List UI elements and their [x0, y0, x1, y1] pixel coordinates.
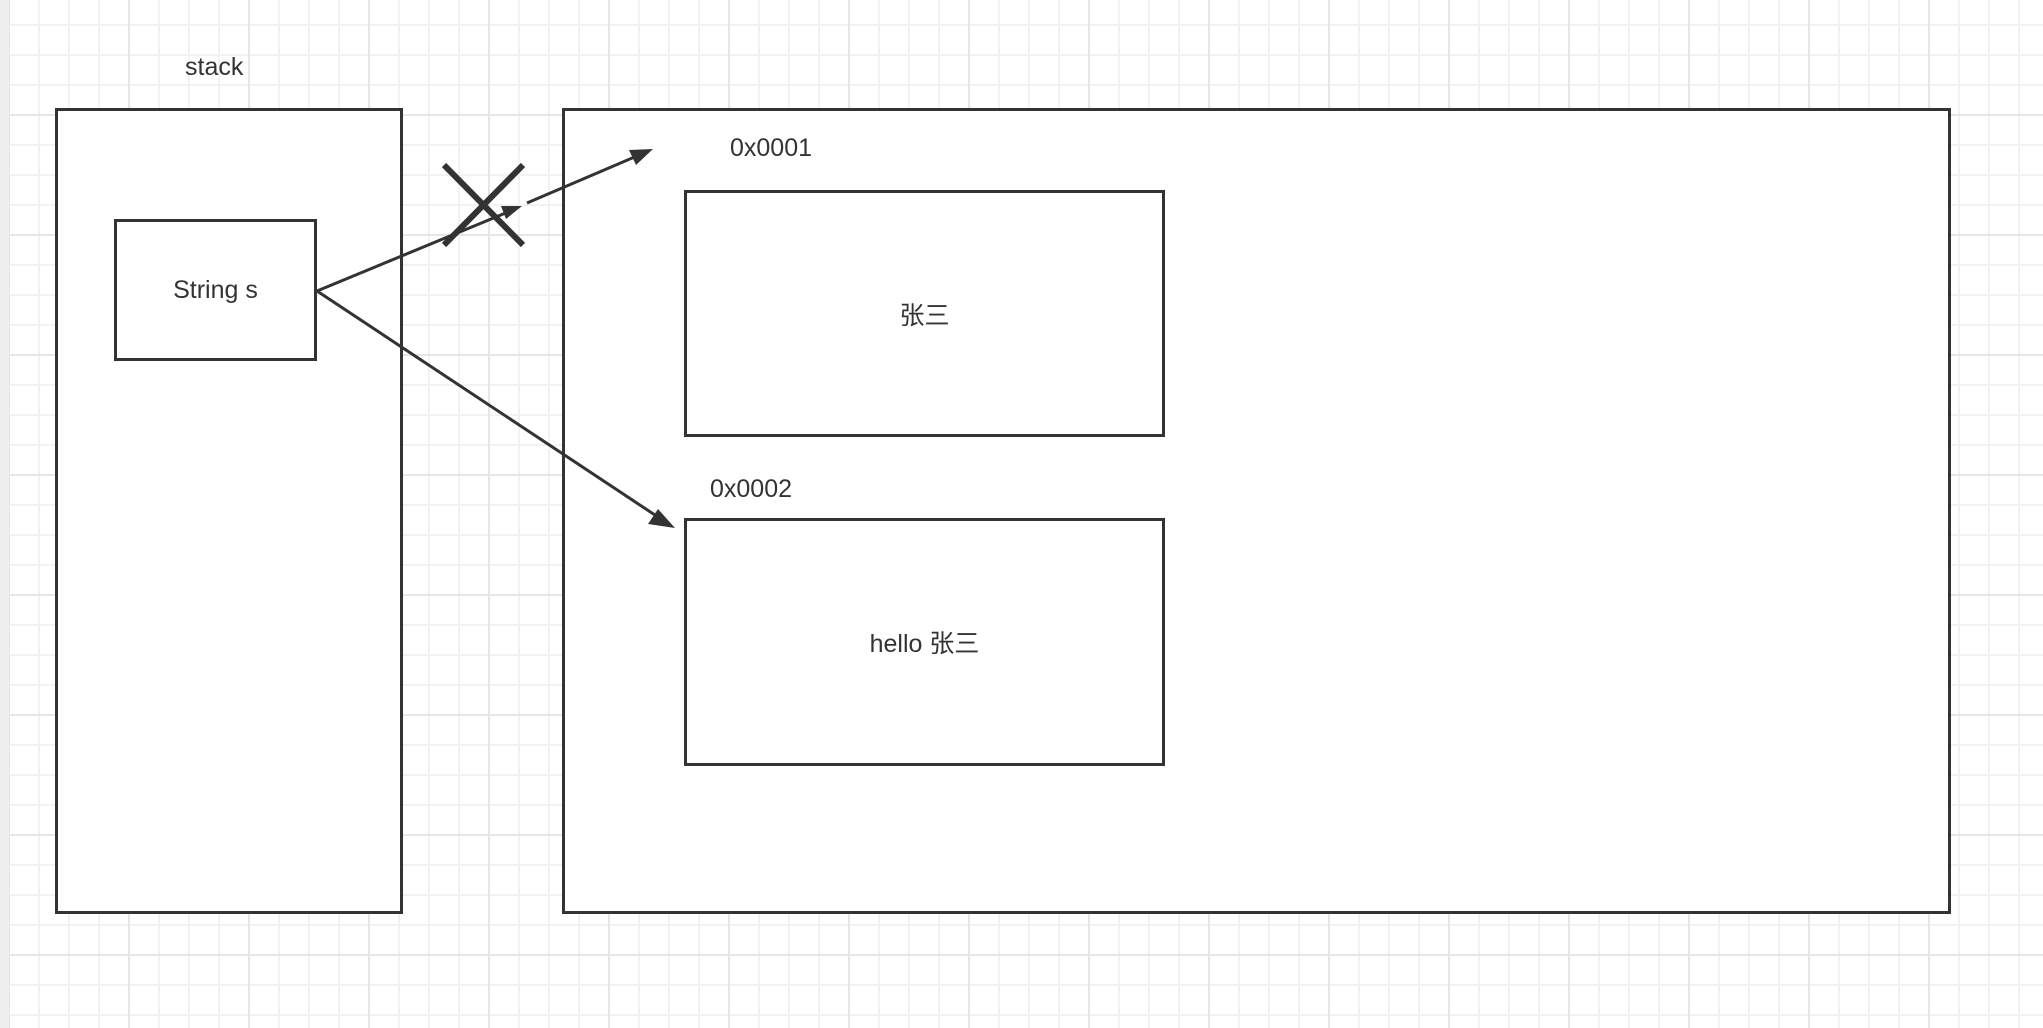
stack-frame[interactable]	[55, 108, 403, 914]
reference-arrow-to-0x0002[interactable]	[316, 289, 675, 528]
variable-box-string-s[interactable]: String s	[114, 219, 317, 361]
heap-object-box-2[interactable]: hello 张三	[684, 518, 1165, 766]
canvas-left-edge	[0, 0, 9, 1028]
address-label-0x0001[interactable]: 0x0001	[730, 134, 813, 162]
arrowhead-icon	[501, 206, 522, 219]
address-label-0x0002[interactable]: 0x0002	[710, 475, 793, 503]
reference-arrow-to-0x0001[interactable]	[316, 149, 653, 293]
stack-label[interactable]: stack	[185, 53, 244, 81]
heap-object-value-2: hello 张三	[869, 630, 980, 658]
arrowhead-icon	[648, 509, 675, 528]
variable-label: String s	[173, 275, 258, 304]
arrowhead-icon	[629, 149, 653, 165]
heap-object-box-1[interactable]: 张三	[684, 190, 1165, 437]
cross-out-x-icon[interactable]	[441, 162, 526, 248]
heap-object-value-1: 张三	[899, 301, 950, 330]
